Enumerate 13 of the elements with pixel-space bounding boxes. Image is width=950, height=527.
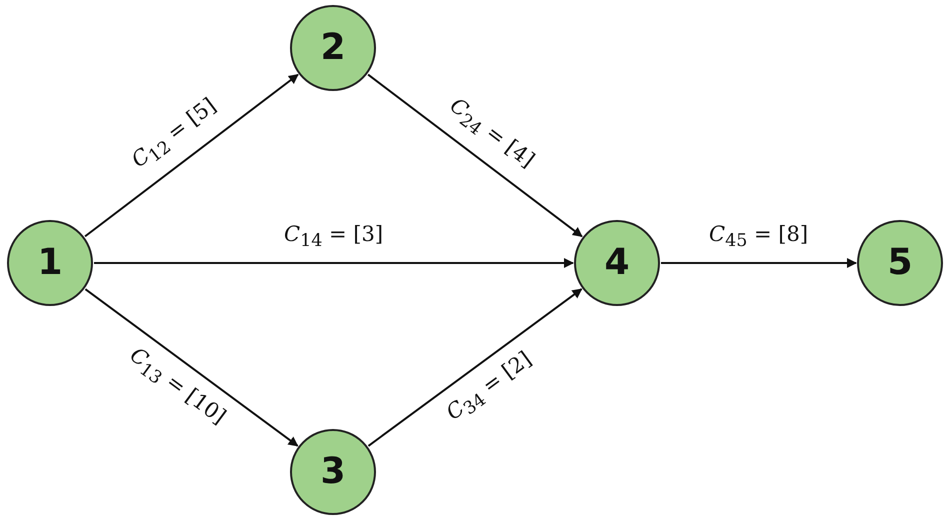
node-number: 1 — [37, 245, 63, 281]
arrow — [84, 288, 298, 447]
arrow — [368, 288, 582, 447]
edge-label: C$_{45}$ = [8] — [709, 222, 808, 252]
arrow — [367, 74, 583, 238]
arrow — [84, 74, 299, 238]
arrow — [661, 258, 857, 268]
arrow — [94, 258, 574, 268]
node-number: 2 — [320, 30, 346, 66]
edge-label: C$_{14}$ = [3] — [284, 222, 384, 252]
node-number: 3 — [320, 454, 346, 490]
node-number: 5 — [887, 245, 913, 281]
node-number: 4 — [604, 245, 630, 281]
